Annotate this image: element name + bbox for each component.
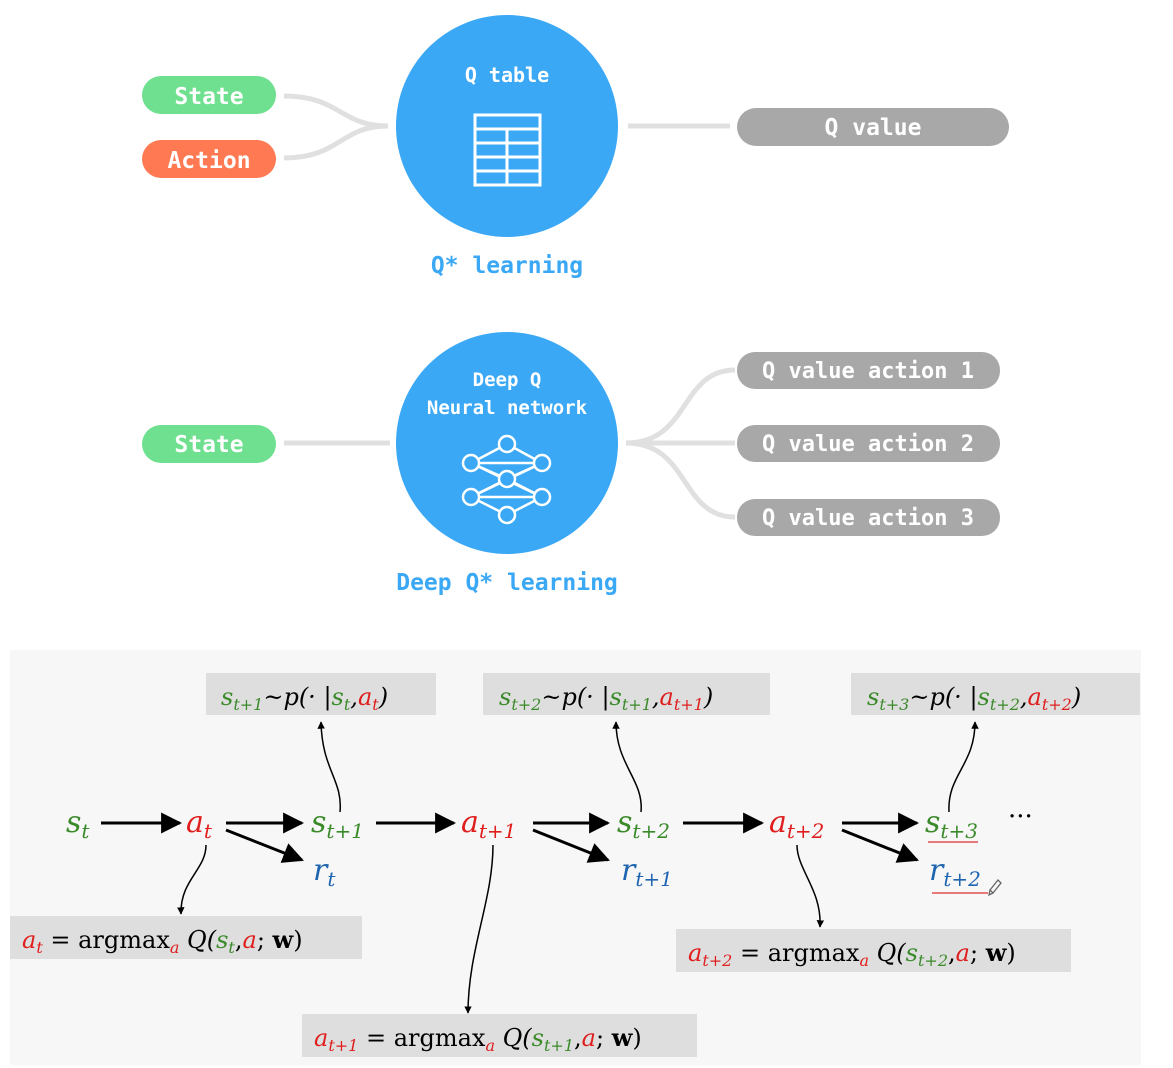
q-value-action-3-label: Q value action 3	[762, 506, 974, 531]
node-r-t2: rt+2	[929, 853, 981, 891]
deep-state-pill-label: State	[174, 432, 243, 458]
arrow-at2-to-policy	[796, 844, 825, 928]
transition-box-3	[851, 673, 1140, 715]
node-a-t2: at+2	[769, 805, 824, 843]
trajectory-panel: st+1~p(· |st,at) st+2~p(· |st+1,at+1) st…	[10, 650, 1141, 1065]
policy-formula-2: at+1 = argmaxa Q(st+1,a; w)	[314, 1023, 642, 1055]
policy-box-2	[302, 1014, 697, 1057]
q-table-section: State Action Q table Q value Q* learning	[142, 15, 1009, 279]
transition-box-2	[483, 673, 770, 715]
node-s-t2: st+2	[617, 805, 670, 843]
q-value-action-1-pill	[737, 352, 1000, 389]
transition-formula-3: st+3~p(· |st+2,at+2)	[867, 683, 1081, 714]
node-s-t1: st+1	[311, 805, 364, 843]
arrow-at2-to-rt2	[841, 828, 919, 863]
node-s-t3: st+3	[925, 805, 978, 843]
policy-box-3	[676, 929, 1071, 972]
q-value-action-1-label: Q value action 1	[762, 359, 974, 384]
trajectory-background	[10, 650, 1141, 1065]
connector-action	[283, 123, 389, 161]
state-pill-label: State	[174, 84, 243, 110]
connector-out1	[625, 367, 736, 446]
node-a-t: at	[186, 805, 213, 843]
connector-state	[283, 93, 389, 129]
arrow-st2-to-transition-2	[612, 721, 642, 813]
policy-formula-3: at+2 = argmaxa Q(st+2,a; w)	[688, 938, 1016, 970]
pencil-icon	[988, 879, 1002, 897]
transition-box-1	[206, 673, 436, 715]
action-pill	[142, 140, 276, 178]
node-a-t1: at+1	[461, 805, 516, 843]
q-value-action-2-pill	[737, 425, 1000, 462]
node-r-t1: rt+1	[621, 853, 673, 891]
transition-formula-1: st+1~p(· |st,at)	[221, 683, 388, 714]
table-icon	[473, 113, 542, 187]
q-table-circle	[396, 15, 618, 237]
arrow-st1-to-transition-1	[317, 721, 342, 813]
deep-q-learning-caption: Deep Q* learning	[396, 570, 618, 596]
policy-box-1	[10, 916, 362, 959]
policy-formula-1: at = argmaxa Q(st,a; w)	[22, 925, 303, 957]
q-learning-caption: Q* learning	[431, 253, 583, 279]
arrow-at-to-policy	[177, 844, 207, 915]
q-value-pill	[737, 108, 1009, 146]
q-table-title: Q table	[465, 63, 549, 87]
connector-out3	[625, 440, 736, 520]
q-value-pill-label: Q value	[825, 115, 922, 141]
arrow-at-to-rt	[225, 828, 304, 863]
node-s-t: st	[66, 805, 90, 843]
q-value-action-3-pill	[737, 499, 1000, 536]
neural-network-icon	[461, 434, 552, 525]
arrow-st3-to-transition-3	[948, 721, 979, 813]
deep-q-section: State Deep Q Neural network Q va	[142, 332, 1000, 596]
deep-q-title-line1: Deep Q	[473, 369, 542, 391]
deep-q-title-line2: Neural network	[427, 397, 588, 419]
arrow-at1-to-policy	[464, 844, 494, 1014]
state-pill	[142, 76, 276, 114]
arrow-at1-to-rt1	[532, 828, 610, 863]
transition-formula-2: st+2~p(· |st+1,at+1)	[499, 683, 713, 714]
action-pill-label: Action	[167, 148, 250, 174]
q-value-action-2-label: Q value action 2	[762, 432, 974, 457]
ellipsis: ···	[1008, 802, 1033, 832]
deep-state-pill	[142, 425, 276, 463]
node-r-t: rt	[313, 853, 336, 891]
